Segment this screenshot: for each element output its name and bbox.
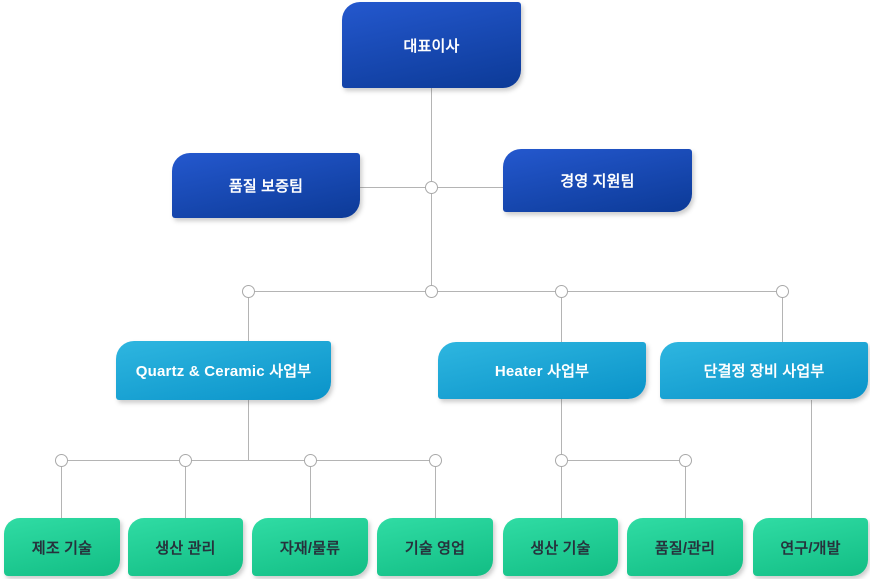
org-node-label: 제조 기술 bbox=[31, 539, 93, 557]
org-node-label: 단결정 장비 사업부 bbox=[703, 363, 825, 380]
org-node-ceo: 대표이사 bbox=[342, 2, 521, 88]
org-node-label: Quartz & Ceramic 사업부 bbox=[135, 363, 312, 380]
org-node-team-production-tech: 생산 기술 bbox=[503, 518, 618, 576]
connector-line bbox=[435, 460, 436, 518]
connector-line bbox=[685, 460, 686, 518]
connector-line bbox=[782, 291, 783, 342]
junction-dot bbox=[242, 285, 255, 298]
connector-line bbox=[61, 460, 62, 518]
org-node-label: 품질 보증팀 bbox=[228, 178, 304, 195]
org-node-team-research-development: 연구/개발 bbox=[753, 518, 868, 576]
junction-dot bbox=[304, 454, 317, 467]
org-node-label: 품질/관리 bbox=[654, 539, 716, 557]
junction-dot bbox=[555, 454, 568, 467]
org-node-label: Heater 사업부 bbox=[494, 363, 590, 380]
org-node-team-quality-management: 품질/관리 bbox=[627, 518, 743, 576]
org-node-label: 자재/물류 bbox=[279, 539, 341, 557]
junction-dot bbox=[55, 454, 68, 467]
connector-line bbox=[811, 400, 812, 518]
org-node-label: 대표이사 bbox=[403, 37, 460, 55]
connector-line bbox=[248, 291, 782, 292]
org-node-heater-division: Heater 사업부 bbox=[438, 342, 646, 399]
junction-dot bbox=[776, 285, 789, 298]
org-node-label: 연구/개발 bbox=[780, 539, 841, 557]
junction-dot bbox=[555, 285, 568, 298]
org-node-quality-assurance-team: 품질 보증팀 bbox=[172, 153, 360, 218]
org-node-team-manufacturing-tech: 제조 기술 bbox=[4, 518, 120, 576]
org-node-team-technical-sales: 기술 영업 bbox=[377, 518, 493, 576]
connector-line bbox=[561, 291, 562, 518]
junction-dot bbox=[429, 454, 442, 467]
org-node-single-crystal-equipment-division: 단결정 장비 사업부 bbox=[660, 342, 868, 399]
connector-line bbox=[561, 460, 685, 461]
connector-line bbox=[185, 460, 186, 518]
org-node-quartz-ceramic-division: Quartz & Ceramic 사업부 bbox=[116, 341, 331, 400]
connector-line bbox=[61, 460, 435, 461]
org-node-label: 경영 지원팀 bbox=[560, 173, 635, 190]
connector-line bbox=[310, 460, 311, 518]
junction-dot bbox=[679, 454, 692, 467]
org-node-label: 생산 기술 bbox=[530, 539, 591, 557]
org-node-management-support-team: 경영 지원팀 bbox=[503, 149, 692, 212]
org-node-label: 생산 관리 bbox=[155, 539, 216, 557]
junction-dot bbox=[425, 181, 438, 194]
junction-dot bbox=[179, 454, 192, 467]
junction-dot bbox=[425, 285, 438, 298]
org-node-team-materials-logistics: 자재/물류 bbox=[252, 518, 368, 576]
org-node-team-production-management: 생산 관리 bbox=[128, 518, 243, 576]
org-node-label: 기술 영업 bbox=[404, 539, 466, 557]
